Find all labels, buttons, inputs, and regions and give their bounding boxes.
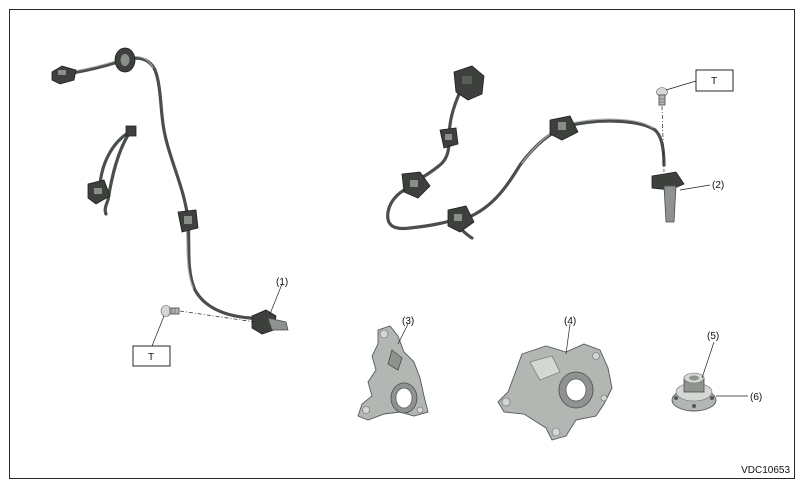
rear-abs-sensor-harness: [386, 65, 685, 240]
torque-box: [132, 345, 171, 367]
bolt-icon: [656, 87, 668, 106]
callout-3: (3): [402, 316, 414, 327]
callout-1: (1): [276, 277, 288, 288]
harness-clip: [439, 127, 459, 149]
hub-bearing-assembly: [671, 372, 717, 412]
harness-clip: [125, 125, 137, 137]
rear-axle-housing: [497, 343, 613, 441]
harness-clip: [549, 115, 579, 141]
front-abs-sensor-harness: [51, 47, 289, 335]
harness-clip: [401, 171, 431, 199]
harness-clip: [447, 205, 475, 233]
torque-box-label: T: [148, 352, 154, 363]
callout-2: (2): [712, 180, 724, 191]
bolt-icon: [160, 305, 180, 317]
torque-box: [695, 69, 734, 92]
figure-code: VDC10653: [741, 465, 790, 476]
front-steering-knuckle: [357, 325, 429, 421]
callout-5: (5): [707, 331, 719, 342]
harness-clip: [177, 209, 199, 233]
front-abs-sensor-head: [251, 309, 289, 335]
harness-connector: [51, 65, 77, 85]
callout-4: (4): [564, 316, 576, 327]
rear-abs-sensor-head: [651, 171, 685, 223]
torque-box-label: T: [711, 76, 717, 87]
harness-connector: [453, 65, 485, 101]
callout-6: (6): [750, 392, 762, 403]
harness-clip: [87, 179, 111, 205]
